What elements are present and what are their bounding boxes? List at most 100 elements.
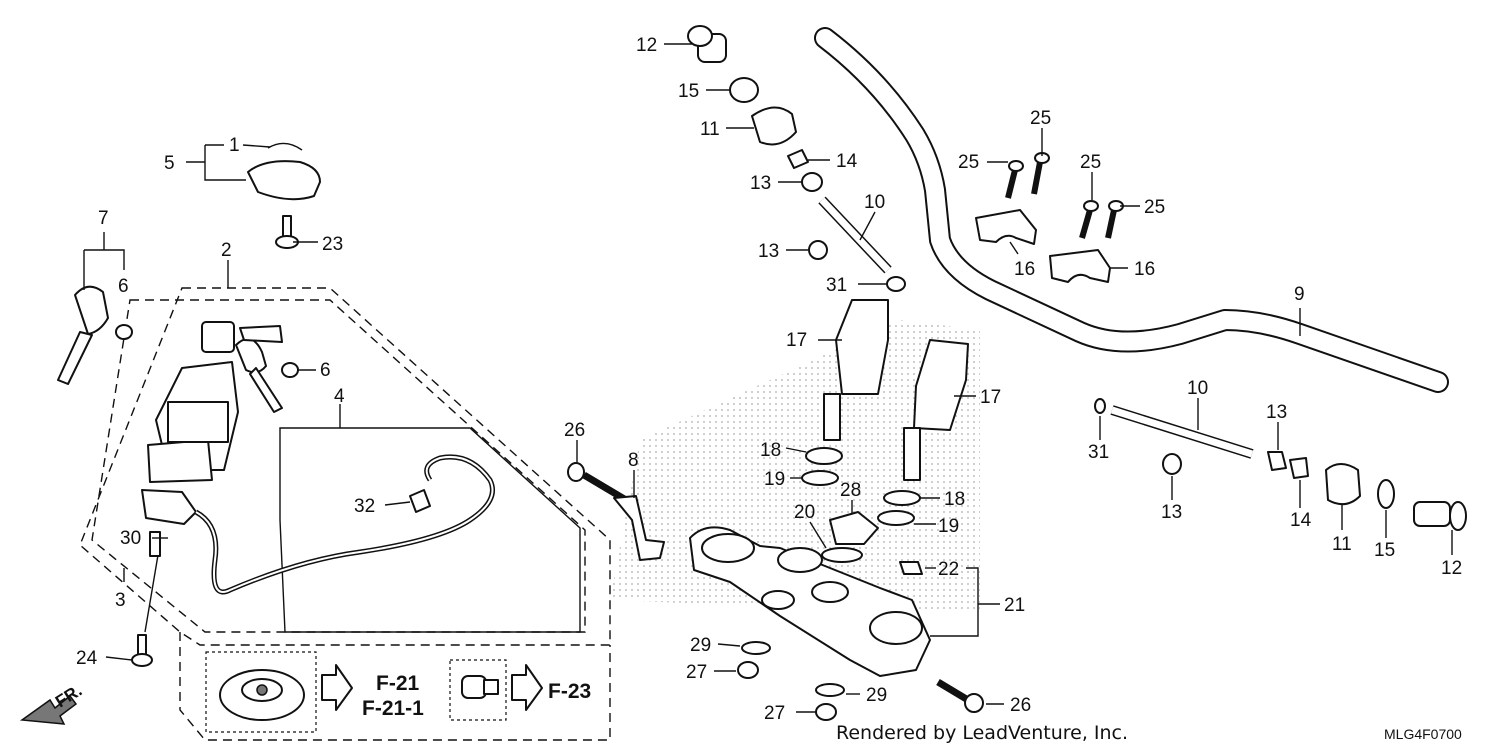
label-13-b[interactable]: 13 — [758, 241, 779, 262]
label-22[interactable]: 22 — [938, 559, 959, 580]
part-13-nut-mid — [808, 240, 828, 260]
label-31-a[interactable]: 31 — [826, 275, 847, 296]
part-5-cover — [247, 160, 321, 201]
part-23-screw — [275, 215, 299, 249]
part-14-collar-right — [1289, 457, 1309, 479]
label-12-a[interactable]: 12 — [636, 35, 657, 56]
label-20[interactable]: 20 — [794, 502, 815, 523]
part-17-holder-right — [903, 339, 969, 481]
label-25-c[interactable]: 25 — [1080, 152, 1101, 173]
label-6-a[interactable]: 6 — [118, 276, 129, 297]
part-19-washer-right — [877, 510, 915, 526]
part-28-nut-large — [829, 511, 879, 545]
harness-wire-inner — [195, 456, 494, 593]
label-24[interactable]: 24 — [76, 648, 98, 669]
label-1[interactable]: 1 — [229, 135, 240, 156]
part-25-bolts — [1005, 152, 1124, 239]
ref-f23[interactable]: F-23 — [548, 680, 591, 703]
part-6-grommet-b — [281, 362, 299, 378]
label-4[interactable]: 4 — [334, 386, 345, 407]
part-8-bracket — [613, 495, 665, 561]
part-13-nut-right-a — [1267, 451, 1287, 471]
label-27-b[interactable]: 27 — [764, 703, 785, 724]
arrow-f21 — [321, 664, 353, 711]
label-7[interactable]: 7 — [98, 208, 109, 229]
label-25-a[interactable]: 25 — [1030, 108, 1051, 129]
label-16-b[interactable]: 16 — [1134, 259, 1155, 280]
label-14-a[interactable]: 14 — [836, 151, 858, 172]
label-29-a[interactable]: 29 — [690, 635, 711, 656]
footer-credit: Rendered by LeadVenture, Inc. — [836, 722, 1128, 744]
part-19-washer-left — [801, 470, 839, 486]
ref-box-lock — [449, 659, 507, 721]
label-28[interactable]: 28 — [840, 480, 861, 501]
part-15-ring-right — [1377, 479, 1395, 509]
part-21-top-bridge — [689, 526, 931, 677]
lock-illustration — [461, 675, 499, 699]
label-15-b[interactable]: 15 — [1374, 540, 1395, 561]
part-10-shaft-right — [1110, 405, 1254, 459]
group-box-3 — [91, 299, 586, 633]
label-12-b[interactable]: 12 — [1441, 558, 1462, 579]
label-10-a[interactable]: 10 — [864, 192, 885, 213]
label-3[interactable]: 3 — [115, 590, 126, 611]
part-31-ring-right — [1094, 398, 1106, 414]
part-29-washer-top — [741, 641, 771, 655]
label-23[interactable]: 23 — [322, 234, 343, 255]
group-box-4 — [279, 427, 581, 633]
part-16-clamp-top — [975, 209, 1037, 245]
label-26-a[interactable]: 26 — [564, 420, 585, 441]
ref-f21-1[interactable]: F-21-1 — [362, 697, 424, 720]
front-arrow: FR. — [19, 681, 85, 725]
label-27-a[interactable]: 27 — [686, 662, 707, 683]
fuel-cap-illustration — [219, 669, 305, 721]
label-21[interactable]: 21 — [1004, 595, 1025, 616]
part-7-key — [57, 285, 109, 385]
part-11-weight-right — [1325, 463, 1361, 506]
ref-f21[interactable]: F-21 — [376, 672, 420, 695]
label-9[interactable]: 9 — [1294, 284, 1305, 305]
label-2[interactable]: 2 — [221, 240, 232, 261]
part-10-shaft-top — [818, 196, 892, 274]
label-13-d[interactable]: 13 — [1161, 502, 1182, 523]
label-6-b[interactable]: 6 — [320, 360, 331, 381]
label-17-b[interactable]: 17 — [980, 387, 1001, 408]
label-18-a[interactable]: 18 — [760, 440, 781, 461]
label-13-c[interactable]: 13 — [1266, 402, 1287, 423]
part-18-washer-left — [805, 447, 843, 465]
label-15-a[interactable]: 15 — [678, 81, 699, 102]
label-19-b[interactable]: 19 — [938, 516, 959, 537]
part-30-sensor — [141, 489, 197, 557]
label-31-b[interactable]: 31 — [1088, 442, 1109, 463]
label-25-b[interactable]: 25 — [958, 152, 979, 173]
part-1-clip — [267, 142, 303, 151]
label-16-a[interactable]: 16 — [1014, 259, 1035, 280]
label-18-b[interactable]: 18 — [944, 489, 965, 510]
part-22-clip — [899, 561, 923, 575]
harness-wire — [194, 454, 495, 595]
part-26-bolt-left — [567, 462, 628, 504]
part-14-collar-top — [787, 149, 809, 169]
part-15-ring-top — [729, 77, 759, 103]
label-13-a[interactable]: 13 — [750, 173, 771, 194]
part-26-bolt-right — [936, 678, 984, 713]
label-5[interactable]: 5 — [164, 153, 175, 174]
label-17-a[interactable]: 17 — [786, 330, 807, 351]
label-11-a[interactable]: 11 — [700, 119, 720, 140]
label-19-a[interactable]: 19 — [764, 469, 785, 490]
label-10-b[interactable]: 10 — [1187, 378, 1208, 399]
part-12-grip-end-right — [1413, 501, 1467, 531]
group-box-2 — [79, 287, 611, 646]
label-26-b[interactable]: 26 — [1010, 695, 1031, 716]
label-14-b[interactable]: 14 — [1290, 510, 1312, 531]
diagram-code: MLG4F0700 — [1384, 726, 1462, 742]
label-8[interactable]: 8 — [628, 450, 639, 471]
part-18-washer-right — [883, 490, 921, 506]
label-32[interactable]: 32 — [354, 496, 375, 517]
part-13-nut-right-b — [1162, 453, 1182, 475]
label-25-d[interactable]: 25 — [1144, 197, 1165, 218]
label-29-b[interactable]: 29 — [866, 685, 887, 706]
label-30[interactable]: 30 — [120, 528, 141, 549]
part-31-ring-top — [886, 276, 906, 292]
label-11-b[interactable]: 11 — [1332, 534, 1352, 555]
